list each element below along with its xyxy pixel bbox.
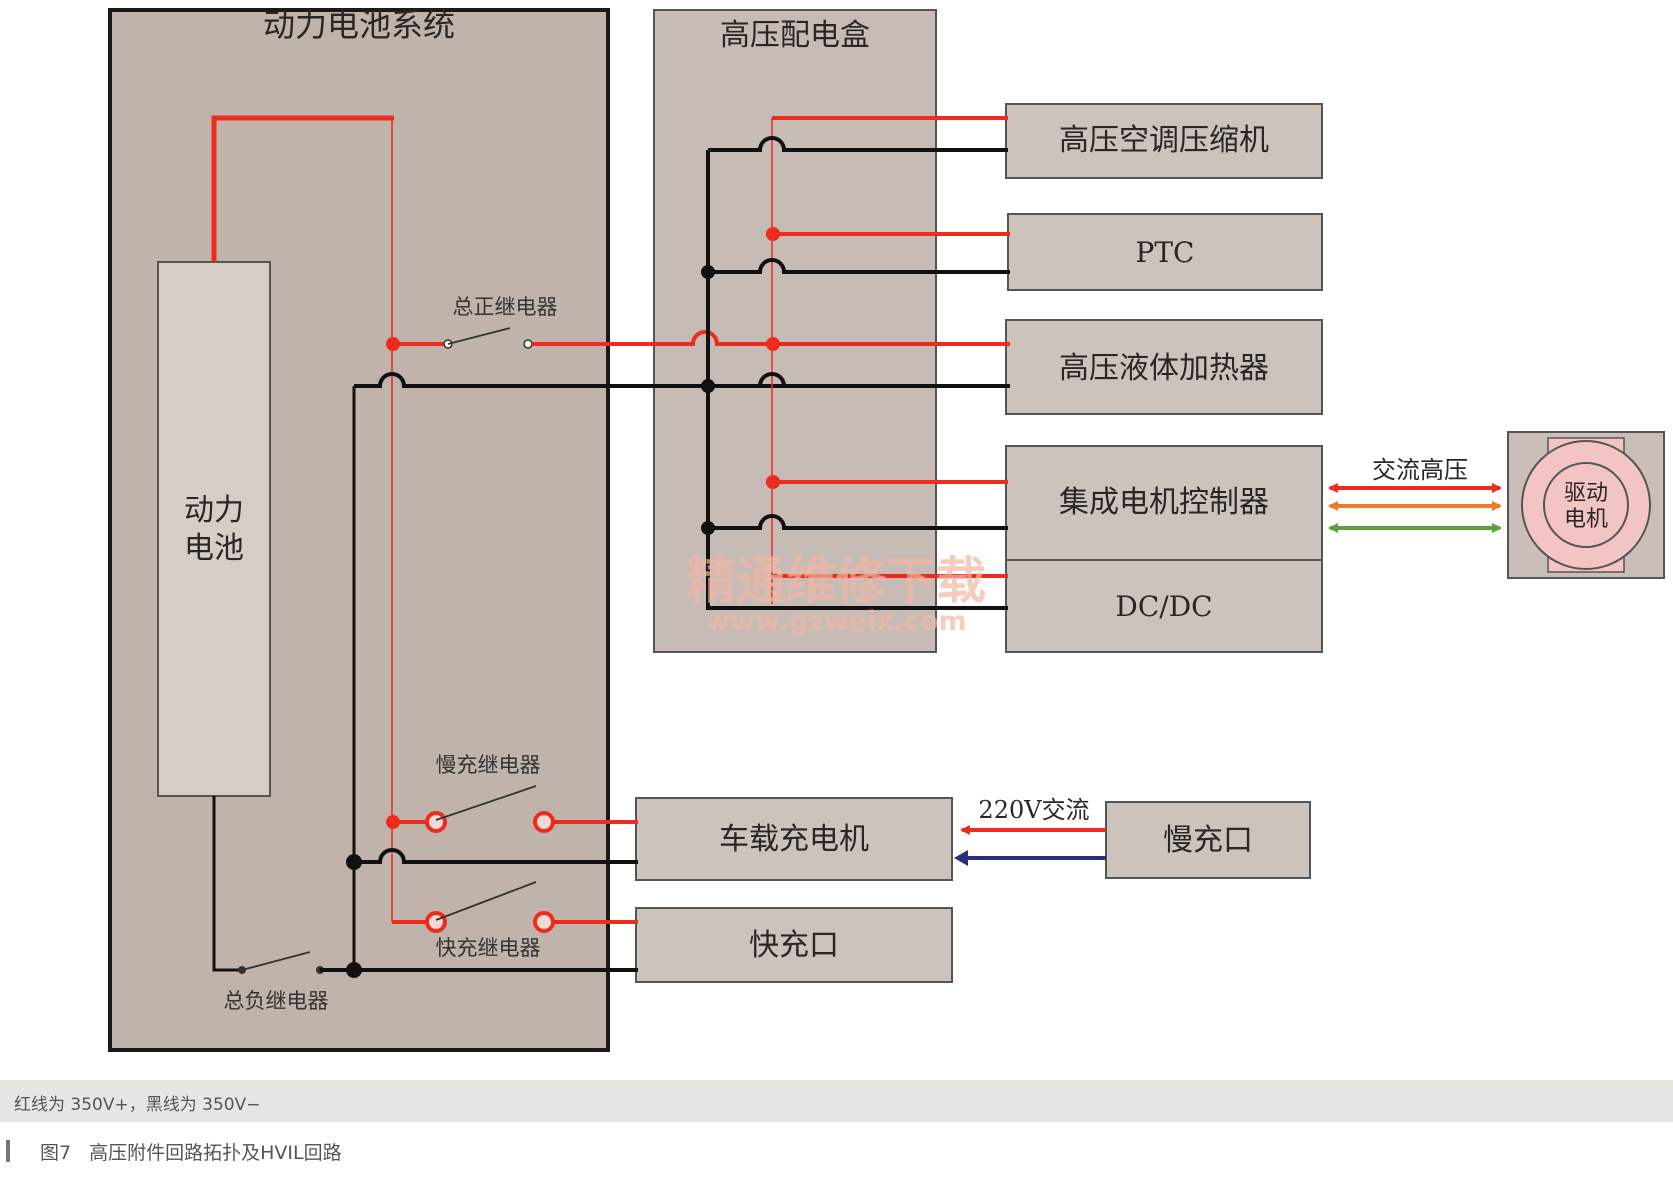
ac-compressor-box	[1005, 103, 1323, 179]
figure-caption: 图7 高压附件回路拓扑及HVIL回路	[40, 1138, 360, 1165]
main-pos-feed	[532, 330, 1010, 346]
heater-neg-hop	[758, 372, 786, 387]
ptc-neg-wire	[708, 258, 1010, 274]
main-neg-blade	[241, 951, 311, 971]
slow-blade	[435, 785, 537, 821]
main-neg-node	[346, 962, 362, 978]
slow-port-box	[1105, 801, 1311, 879]
ptc-pos-node	[766, 227, 780, 241]
heater-pos-node	[766, 337, 780, 351]
ptc-label: PTC	[1136, 236, 1195, 269]
fast-contact-b	[533, 911, 555, 933]
figure-number: 图7	[40, 1142, 72, 1164]
watermark-title: 精通维修下载	[686, 552, 986, 610]
liquid-heater-label: 高压液体加热器	[1059, 351, 1269, 386]
fast-port-label: 快充口	[749, 928, 839, 963]
slow-contact-b	[533, 811, 555, 833]
battery-negative-lead	[212, 796, 240, 972]
ac-compressor-label: 高压空调压缩机	[1059, 123, 1269, 158]
ptc-box	[1007, 213, 1323, 291]
slow-neg-feed	[354, 848, 638, 864]
ac-neg-wire	[708, 136, 1008, 152]
battery-label-1: 动力	[184, 493, 244, 528]
ac-high-voltage-label: 交流高压	[1372, 456, 1468, 484]
watermark-url: www.gzweix.com	[705, 606, 966, 637]
motor-controller-box	[1005, 445, 1323, 561]
slow-charge-relay-label: 慢充继电器	[436, 753, 541, 777]
battery-box	[157, 261, 271, 797]
mc-neg-node	[701, 521, 715, 535]
battery-label-2: 电池	[184, 531, 244, 566]
note-bar	[0, 1080, 1673, 1122]
caption-marker	[6, 1140, 10, 1162]
onboard-charger-label: 车载充电机	[719, 822, 869, 857]
blue-arrowhead	[954, 850, 968, 866]
pdu-title: 高压配电盒	[720, 18, 870, 53]
slow-pos-node	[386, 815, 400, 829]
dcdc-label: DC/DC	[1115, 590, 1212, 623]
main-negative-relay-label: 总负继电器	[224, 989, 329, 1013]
ac-220v-label: 220V交流	[978, 796, 1089, 824]
main-negative-feed	[354, 372, 1010, 388]
fast-contact-a	[425, 911, 447, 933]
ptc-neg-node	[701, 265, 715, 279]
slow-port-label: 慢充口	[1163, 823, 1253, 858]
motor-label-2: 电机	[1564, 507, 1608, 532]
hv-topology-diagram: 动力电池系统 高压配电盒 动力 电池 高压空调压缩机 PTC 高压液体加热器 集…	[108, 6, 1665, 1052]
heater-neg-node	[701, 379, 715, 393]
battery-positive-lead	[211, 115, 394, 262]
wire-color-note: 红线为 350V+，黑线为 350V−	[14, 1095, 261, 1115]
main-pos-node	[386, 337, 400, 351]
onboard-charger-box	[635, 797, 953, 881]
fast-blade	[435, 881, 537, 921]
main-pos-blade	[447, 327, 511, 345]
battery-system-title: 动力电池系统	[263, 6, 455, 44]
motor-label-1: 驱动	[1564, 481, 1608, 506]
figure-title: 高压附件回路拓扑及HVIL回路	[89, 1142, 342, 1164]
main-positive-relay-label: 总正继电器	[453, 295, 558, 319]
liquid-heater-box	[1005, 319, 1323, 415]
mc-neg-wire	[708, 514, 1008, 530]
dcdc-box	[1005, 559, 1323, 653]
motor-controller-label: 集成电机控制器	[1059, 485, 1269, 520]
mc-pos-node	[766, 475, 780, 489]
slow-neg-node	[346, 854, 362, 870]
fast-port-box	[635, 907, 953, 983]
slow-contact-a	[425, 811, 447, 833]
motor-inner	[1543, 462, 1629, 548]
main-pos-contact-b	[523, 339, 533, 349]
fast-charge-relay-label: 快充继电器	[436, 936, 541, 960]
